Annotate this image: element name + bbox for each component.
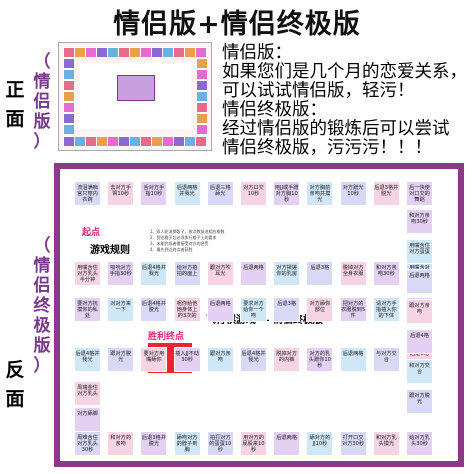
thumbnail-cell xyxy=(63,91,75,102)
desc-line: 情侣版： xyxy=(222,43,292,63)
back-label: 反 面 xyxy=(5,359,25,410)
board-square: 把对方的衣服脱到5件 xyxy=(339,297,367,322)
thumbnail-cell xyxy=(195,136,207,147)
page-title: 情侣版+情侣终极版 xyxy=(113,9,361,40)
win-label: 胜利终点 xyxy=(148,332,185,342)
desc-line: 经过情侣版的锻炼后可以尝试 xyxy=(222,119,450,139)
board-square: 去对方手臂10秒 xyxy=(107,181,135,206)
board-square: 舔对方的JJ10秒 xyxy=(306,431,334,456)
thumbnail-cell xyxy=(196,124,208,135)
board-square: 和对方乳头摸光 xyxy=(372,431,400,456)
board-square: 周难含住对方乳头30秒 xyxy=(74,431,101,456)
board-square: 对方胸前亲吻并摸光 xyxy=(306,181,334,206)
board-square: 要求对方给你一个吻 xyxy=(240,297,267,322)
board-square: 后退4格并我光 xyxy=(240,347,267,372)
board-square: 舔吻对方的脖子到胸 xyxy=(173,431,201,456)
description: 情侣版： 如果您们是几个月的恋爱关系， 可以试试情侣版，轻污！ 情侣终极版： 经… xyxy=(222,44,472,158)
thumbnail-cell xyxy=(63,124,75,135)
board-square: 跟对方亲吻 xyxy=(206,347,234,372)
back-board: 起点 游戏规则 1、双人轮流掷骰子，按点数前进相应格数 2、到达格子后必须执行格… xyxy=(54,163,464,467)
thumbnail-cell xyxy=(196,102,208,113)
board-square: 后退两格 xyxy=(339,347,367,372)
board-square: 脱掉对方全身衣服 xyxy=(339,261,367,286)
thumbnail-cell xyxy=(63,69,75,80)
board-square: 后退两格 xyxy=(273,431,301,456)
board-square: 和对方的亲吻 xyxy=(107,431,135,456)
board-square: 要对方用嘴舔你 xyxy=(140,347,168,372)
board-square: 后退两格 xyxy=(206,297,234,322)
board-square: 请对方手指插入你的下体 xyxy=(372,297,400,322)
board-square: 和对方交合 xyxy=(406,359,433,384)
board-square: 后退两格 xyxy=(406,269,433,294)
thumbnail-cell xyxy=(196,91,208,102)
thumbnail-cell xyxy=(63,102,75,113)
board-square: 与对方交合 xyxy=(372,347,400,372)
front-board-thumbnail xyxy=(58,42,212,151)
board-square: 给对方拍拍的面上 xyxy=(173,261,201,286)
thumbnail-cell xyxy=(196,113,208,124)
board-square: 跟对方亲吻 xyxy=(406,299,433,324)
board-square: 用JJ或手蹭对方胸10秒 xyxy=(273,181,301,206)
board-square: 流泪满痴宫只穿内衣跳 xyxy=(74,181,101,206)
board-square: 对方舔你部位 xyxy=(306,297,334,322)
board-square: 对方揉搓你的乳房 xyxy=(273,261,301,286)
board-square: 和对方亲吻30秒 xyxy=(372,261,400,286)
board-square: 后退3格 xyxy=(273,297,301,322)
board-square: 后一快使对口交的舞蹈 xyxy=(406,181,433,206)
board-square: 吸吮对方手指30秒 xyxy=(107,261,135,286)
board-square: 后退4格并我光 xyxy=(140,261,168,286)
board-square: 用嘴含住对方蛋蛋 xyxy=(406,239,433,264)
board-square: 插入JJ不动30秒 xyxy=(173,347,201,372)
board-square: 后退3格并脱光 xyxy=(372,181,400,206)
board-square: 后退两格 xyxy=(240,261,267,286)
desc-line: 情侣终极版： xyxy=(222,100,327,120)
board-square: 打开口交对方30秒 xyxy=(339,431,367,456)
board-square: 后退3格并脱光 xyxy=(140,431,168,456)
board-square: 对对方来一下 xyxy=(107,297,135,322)
desc-line: 如果您们是几个月的恋爱关系， xyxy=(222,62,467,82)
board-square: 后退4格并我光 xyxy=(74,347,101,372)
board-square: 后退3格 xyxy=(306,261,334,286)
board-square: 呢你给他她身体上的3次的 xyxy=(173,297,201,322)
board-square: 用嘴含住对方乳头半分钟 xyxy=(74,261,101,286)
board-square: 给对方乳头30秒 xyxy=(406,431,433,456)
start-label: 起点 xyxy=(82,228,101,238)
board-square: 舌对方手指10秒 xyxy=(140,181,168,206)
rules-text: 1、双人轮流掷骰子，按点数前进相应格数 2、到达格子后必须执行格子上的要求 3、… xyxy=(150,229,225,252)
board-square: 跟对方脱光 xyxy=(107,347,135,372)
thumbnail-cell xyxy=(63,58,75,69)
rules-label: 游戏规则 xyxy=(90,245,130,256)
board-square: 和对方亲吻30秒 xyxy=(406,209,433,234)
board-square: 后退三格舔光 xyxy=(206,181,234,206)
board-square: 用对方的屁股来10秒 xyxy=(240,431,267,456)
back-bracket: （ 情 侣 终 极 版 ） xyxy=(33,236,51,376)
board-square: 对方舔脚 xyxy=(74,407,101,432)
front-bracket: （ 情 侣 版 ） xyxy=(33,52,51,152)
board-square: 后退两格并我光 xyxy=(173,181,201,206)
board-square: 跟对方吹耳光 xyxy=(206,261,234,286)
board-square: 脱掉对方的内裤 xyxy=(273,347,301,372)
thumbnail-cell xyxy=(196,80,208,91)
desc-line: 情侣终极版，污污污！！！ xyxy=(222,138,432,158)
board-square: 拍打对方的蛋蛋10秒 xyxy=(206,431,234,456)
board-square: 后退4格 xyxy=(406,329,433,354)
front-label: 正 面 xyxy=(5,79,25,130)
board-square: 对方口交10秒 xyxy=(240,181,267,206)
thumbnail-cell xyxy=(196,69,208,80)
thumbnail-cell xyxy=(63,113,75,124)
board-square: 跟对方脱光 xyxy=(406,389,433,414)
thumbnail-cell xyxy=(195,47,207,58)
thumbnail-cell xyxy=(63,80,75,91)
desc-line: 可以试试情侣版，轻污！ xyxy=(222,81,415,101)
thumbnail-center-box xyxy=(117,75,155,101)
board-square: 后退4格并脱光 xyxy=(140,297,168,322)
board-square: 对方的乳头蹭你10秒 xyxy=(306,347,334,372)
board-square: 要对方抚摸你的私处 xyxy=(74,297,101,322)
board-square: 周瑞金住对方乳头 xyxy=(74,381,101,406)
board-square: 对方蹭光10秒 xyxy=(339,181,367,206)
thumbnail-cell xyxy=(196,58,208,69)
